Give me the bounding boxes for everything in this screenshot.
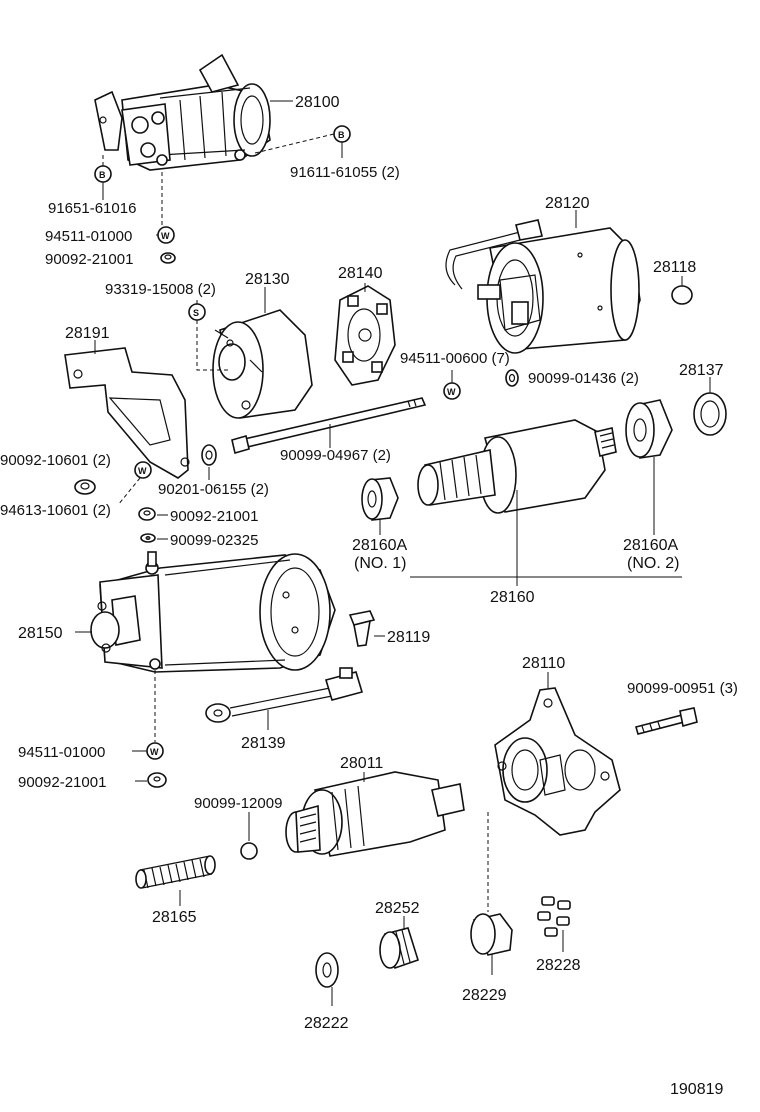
label-28137: 28137 [679, 362, 724, 379]
through-bolt-90099-04967 [231, 397, 427, 455]
seal-28137 [693, 392, 727, 436]
label-91651-61016: 91651-61016 [48, 200, 136, 217]
bolt-symbol-left: B [94, 165, 112, 183]
spring-28165 [135, 855, 216, 889]
screw-symbol: S [188, 303, 206, 321]
label-28228: 28228 [536, 957, 581, 974]
label-28139: 28139 [241, 735, 286, 752]
retainer-28229 [470, 913, 513, 956]
label-28160A-no1-sub: (NO. 1) [354, 555, 406, 572]
starter-assembly-28100 [94, 53, 271, 171]
bearing-28160A-no2 [625, 399, 673, 459]
nut-90092-21001-bottom [147, 772, 167, 788]
label-28130: 28130 [245, 271, 290, 288]
label-90099-00951: 90099-00951 (3) [627, 680, 738, 697]
label-28118: 28118 [653, 259, 696, 276]
label-90092-21001-top: 90092-21001 [45, 251, 133, 268]
label-94511-01000-bottom: 94511-01000 [18, 744, 105, 761]
housing-28110 [494, 687, 621, 836]
label-90092-10601: 90092-10601 (2) [0, 452, 111, 469]
label-28140: 28140 [338, 265, 383, 282]
label-93319-15008: 93319-15008 (2) [105, 281, 216, 298]
ball-90099-12009 [240, 842, 258, 860]
svg-text:B: B [99, 170, 106, 180]
label-90099-01436: 90099-01436 (2) [528, 370, 639, 387]
label-90201-06155: 90201-06155 (2) [158, 481, 269, 498]
label-90099-12009: 90099-12009 [194, 795, 282, 812]
label-28222: 28222 [304, 1015, 349, 1032]
washer-symbol-94511-00600: W [443, 382, 461, 400]
svg-text:W: W [150, 747, 159, 757]
oring-90099-01436 [505, 369, 519, 387]
svg-text:W: W [161, 231, 170, 241]
washer-symbol-94613: W [134, 461, 152, 479]
retainer-28252 [379, 927, 419, 970]
label-90099-04967: 90099-04967 (2) [280, 447, 391, 464]
label-94511-00600: 94511-00600 (7) [400, 350, 510, 367]
label-28160A-no2-sub: (NO. 2) [627, 555, 679, 572]
end-frame-28130 [212, 309, 313, 419]
svg-text:W: W [138, 466, 147, 476]
label-28160A-no2: 28160A [623, 537, 678, 554]
label-91611-61055: 91611-61055 (2) [290, 164, 400, 181]
brush-holder-28140 [334, 285, 396, 386]
label-28160A-no1: 28160A [352, 537, 407, 554]
label-28011: 28011 [340, 755, 383, 772]
armature-28160 [417, 419, 617, 514]
figure-number: 190819 [670, 1081, 723, 1098]
nut-90092-10601 [74, 479, 96, 495]
bolt-90099-00951 [635, 707, 698, 735]
washer-symbol-bottom: W [146, 742, 164, 760]
label-90092-21001-mid: 90092-21001 [170, 508, 258, 525]
nut-symbol-top [160, 252, 176, 264]
lead-wire-28139 [205, 667, 364, 723]
bearing-28160A-no1 [361, 477, 399, 521]
svg-text:S: S [193, 308, 199, 318]
rollers-28228 [537, 896, 571, 937]
nut-90092-21001-mid [138, 507, 156, 521]
bracket-28191 [64, 347, 190, 479]
bolt-28119 [348, 610, 376, 647]
label-90092-21001-bottom: 90092-21001 [18, 774, 106, 791]
washer-90099-02325 [140, 533, 156, 543]
label-28229: 28229 [462, 987, 507, 1004]
label-94511-01000-top: 94511-01000 [45, 228, 132, 245]
label-28160: 28160 [490, 589, 535, 606]
label-28100: 28100 [295, 94, 340, 111]
label-94613-10601: 94613-10601 (2) [0, 502, 111, 519]
plug-28118 [671, 285, 693, 305]
label-90099-02325: 90099-02325 [170, 532, 258, 549]
magnetic-switch-28150 [90, 551, 336, 673]
bolt-symbol-top-right: B [333, 125, 351, 143]
label-28252: 28252 [375, 900, 420, 917]
clutch-28011 [285, 771, 465, 857]
label-28110: 28110 [522, 655, 565, 672]
washer-28222 [315, 952, 339, 988]
svg-text:W: W [447, 387, 456, 397]
label-28150: 28150 [18, 625, 63, 642]
field-frame-28120 [445, 219, 641, 354]
washer-symbol-top: W [157, 226, 175, 244]
label-28191: 28191 [65, 325, 110, 342]
label-28119: 28119 [387, 629, 430, 646]
washer-90201-06155 [201, 444, 217, 466]
svg-text:B: B [338, 130, 345, 140]
label-28120: 28120 [545, 195, 590, 212]
label-28165: 28165 [152, 909, 197, 926]
